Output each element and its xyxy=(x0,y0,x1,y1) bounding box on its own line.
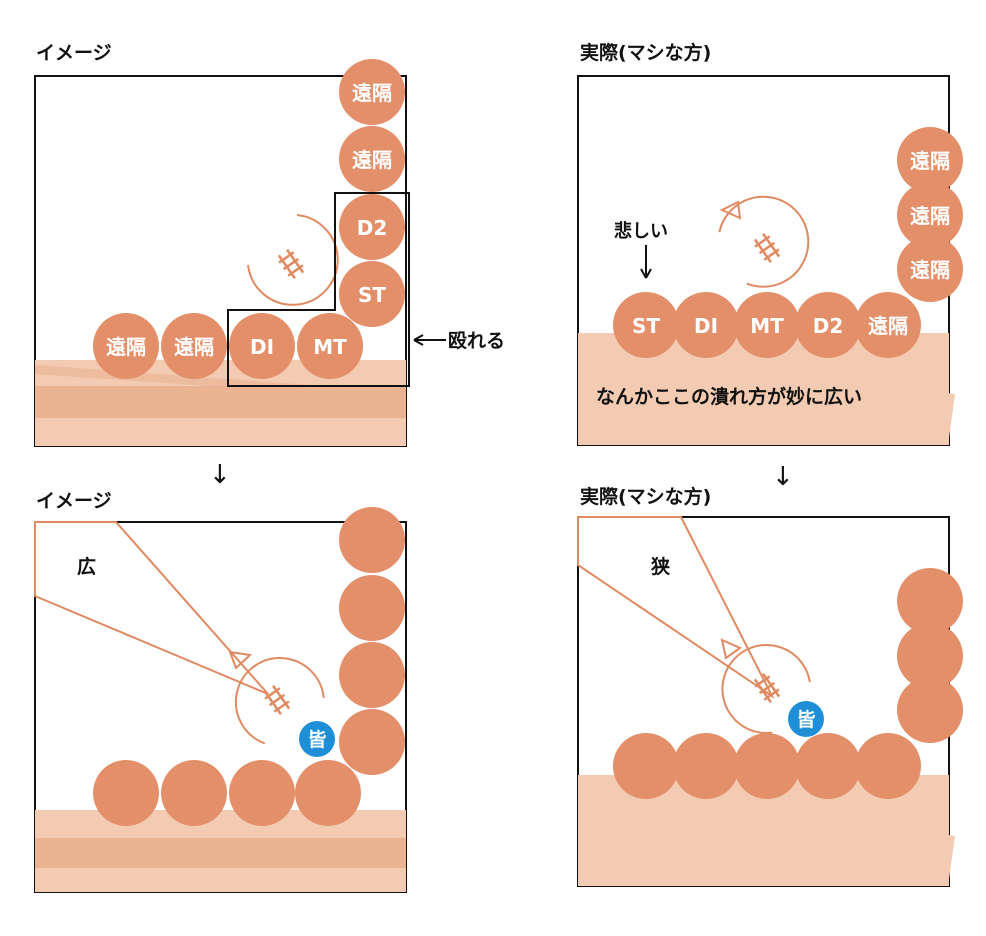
down-arrow-left: ↓ xyxy=(209,460,231,490)
panel-top-left: 遠隔 遠隔 DI MT ST D2 遠隔 遠隔 殴れる xyxy=(34,59,505,447)
ball: 遠隔 xyxy=(161,313,227,379)
ball-label: ST xyxy=(358,283,386,307)
ball-label: 遠隔 xyxy=(910,258,950,282)
ball xyxy=(897,677,963,743)
callout-arrow xyxy=(413,334,446,346)
ball: 遠隔 xyxy=(339,59,405,125)
ball-label: 遠隔 xyxy=(910,204,950,228)
fov-label: 広 xyxy=(77,555,96,578)
ball xyxy=(673,733,739,799)
ball xyxy=(613,733,679,799)
ball: D2 xyxy=(795,292,861,358)
ball xyxy=(734,733,800,799)
ball: 遠隔 xyxy=(339,126,405,192)
panel-bottom-left: 広 皆 xyxy=(34,507,407,893)
panel-title-top-right: 実際(マシな方) xyxy=(580,42,712,64)
ball-label: 遠隔 xyxy=(352,148,392,172)
ball xyxy=(897,568,963,634)
ball xyxy=(93,760,159,826)
ball: DI xyxy=(673,292,739,358)
ball-label: D2 xyxy=(813,314,844,338)
panel-title-bottom-left: イメージ xyxy=(36,490,112,512)
ball xyxy=(897,623,963,689)
ball-label: D2 xyxy=(357,216,388,240)
ground xyxy=(578,775,955,886)
ball: ST xyxy=(613,292,679,358)
ball-label: 遠隔 xyxy=(868,314,908,338)
hit-zone-outline xyxy=(227,192,410,387)
player-hero-icon xyxy=(228,650,325,745)
ball xyxy=(339,575,405,641)
ball-label: 遠隔 xyxy=(352,81,392,105)
player-hero-icon xyxy=(247,214,339,306)
ball-label: ST xyxy=(632,314,660,338)
ground xyxy=(35,360,406,446)
ball: 遠隔 xyxy=(897,127,963,193)
ball-label: DI xyxy=(250,335,274,359)
blue-marker: 皆 xyxy=(299,721,335,757)
ball-label: 遠隔 xyxy=(174,335,214,359)
callout-label: 殴れる xyxy=(448,330,505,352)
panel-bottom-right: 狭 皆 xyxy=(577,516,963,887)
marker-label: 皆 xyxy=(307,729,326,751)
ball-label: 遠隔 xyxy=(910,149,950,173)
player-hero-icon xyxy=(720,638,811,735)
ball-label: MT xyxy=(313,335,347,359)
ball xyxy=(795,733,861,799)
ball: MT xyxy=(734,292,800,358)
ball-label: MT xyxy=(750,314,784,338)
ball-label: DI xyxy=(694,314,718,338)
down-arrow xyxy=(640,245,652,279)
ground xyxy=(35,810,406,892)
panel-title-bottom-right: 実際(マシな方) xyxy=(580,486,712,508)
down-arrow-right: ↓ xyxy=(772,462,794,492)
player-hero-icon xyxy=(718,195,810,288)
ball: 遠隔 xyxy=(855,292,921,358)
ball: 遠隔 xyxy=(897,236,963,302)
ball xyxy=(295,760,361,826)
ball-label: 遠隔 xyxy=(106,335,146,359)
sad-label: 悲しい xyxy=(614,220,668,242)
ball: 遠隔 xyxy=(93,313,159,379)
fov-label: 狭 xyxy=(650,555,670,578)
marker-label: 皆 xyxy=(796,709,815,731)
ball xyxy=(339,507,405,573)
ball xyxy=(229,760,295,826)
ball xyxy=(339,709,405,775)
panel-top-right: 悲しい ST DI MT D2 遠隔 遠隔 遠隔 遠隔 なんかここの潰れ方が妙に… xyxy=(577,75,963,446)
ball: DI xyxy=(229,313,295,379)
ball: D2 xyxy=(339,194,405,260)
ball: 遠隔 xyxy=(897,182,963,248)
ball: ST xyxy=(339,261,405,327)
ball: MT xyxy=(297,313,363,379)
blue-marker: 皆 xyxy=(788,701,824,737)
ball xyxy=(339,642,405,708)
caption-text: なんかここの潰れ方が妙に広い xyxy=(596,385,862,408)
panel-title-top-left: イメージ xyxy=(36,42,112,64)
ball xyxy=(161,760,227,826)
ball xyxy=(855,733,921,799)
ground xyxy=(578,333,955,445)
